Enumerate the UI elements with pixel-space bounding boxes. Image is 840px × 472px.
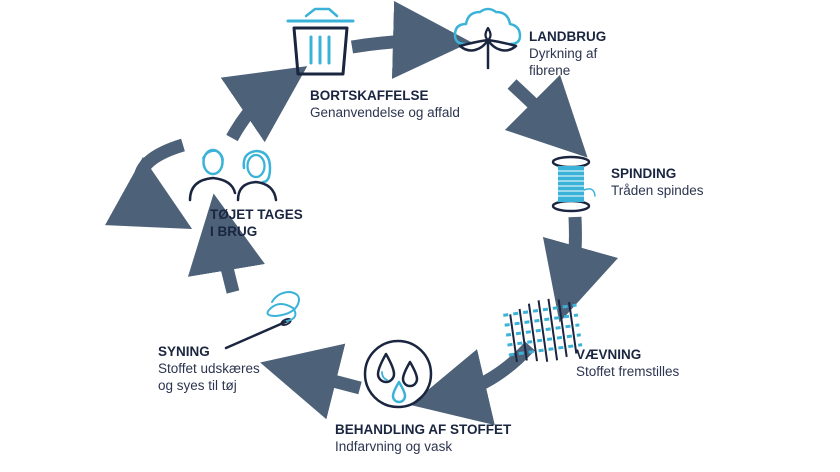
arrow-reuse-loop	[104, 138, 193, 229]
arrow-vaevning-to-behandling	[410, 341, 535, 426]
stage-vaevning-subtitle: Stoffet fremstilles	[576, 364, 680, 379]
stage-syning-label: SYNING Stoffet udskæres og syes til tøj	[158, 343, 278, 394]
stage-syning-title: SYNING	[158, 344, 210, 359]
stage-syning-subtitle: Stoffet udskæres og syes til tøj	[158, 361, 260, 393]
arrow-spinding-to-vaevning	[542, 216, 619, 323]
stage-spinding-label: SPINDING Tråden spindes	[611, 165, 704, 199]
stage-landbrug-subtitle: Dyrkning af fibrene	[529, 46, 598, 78]
stage-behandling-label: BEHANDLING AF STOFFET Indfarvning og vas…	[335, 421, 511, 455]
woven-fabric-icon	[503, 298, 583, 363]
arrow-behandling-to-syning	[260, 343, 362, 420]
needle-thread-icon	[224, 291, 300, 350]
water-drops-icon	[363, 339, 433, 409]
stage-vaevning-title: VÆVNING	[576, 347, 642, 362]
stage-behandling-subtitle: Indfarvning og vask	[335, 439, 453, 454]
trash-bin-icon	[286, 7, 355, 76]
stage-bortskaffelse-title: BORTSKAFFELSE	[310, 88, 429, 103]
cotton-plant-icon	[453, 7, 522, 70]
stage-landbrug-title: LANDBRUG	[529, 29, 607, 44]
arrow-landbrug-to-spinding	[504, 74, 588, 158]
stage-landbrug-label: LANDBRUG Dyrkning af fibrene	[529, 28, 609, 79]
stage-spinding-title: SPINDING	[611, 166, 677, 181]
stage-behandling-title: BEHANDLING AF STOFFET	[335, 422, 512, 437]
stage-vaevning-label: VÆVNING Stoffet fremstilles	[576, 346, 679, 380]
arrow-syning-to-brug	[187, 193, 265, 294]
people-icon	[188, 148, 278, 202]
stage-bortskaffelse-label: BORTSKAFFELSE Genanvendelse og affald	[310, 87, 460, 121]
arrow-brug-to-bortskaffelse	[220, 66, 308, 143]
thread-spool-icon	[551, 155, 596, 213]
stage-bortskaffelse-subtitle: Genanvendelse og affald	[310, 105, 460, 120]
stage-brug-label: TØJET TAGES I BRUG	[210, 206, 310, 240]
arrow-bortskaffelse-to-landbrug	[350, 0, 471, 79]
stage-spinding-subtitle: Tråden spindes	[611, 183, 704, 198]
stage-brug-title: TØJET TAGES I BRUG	[210, 207, 303, 239]
